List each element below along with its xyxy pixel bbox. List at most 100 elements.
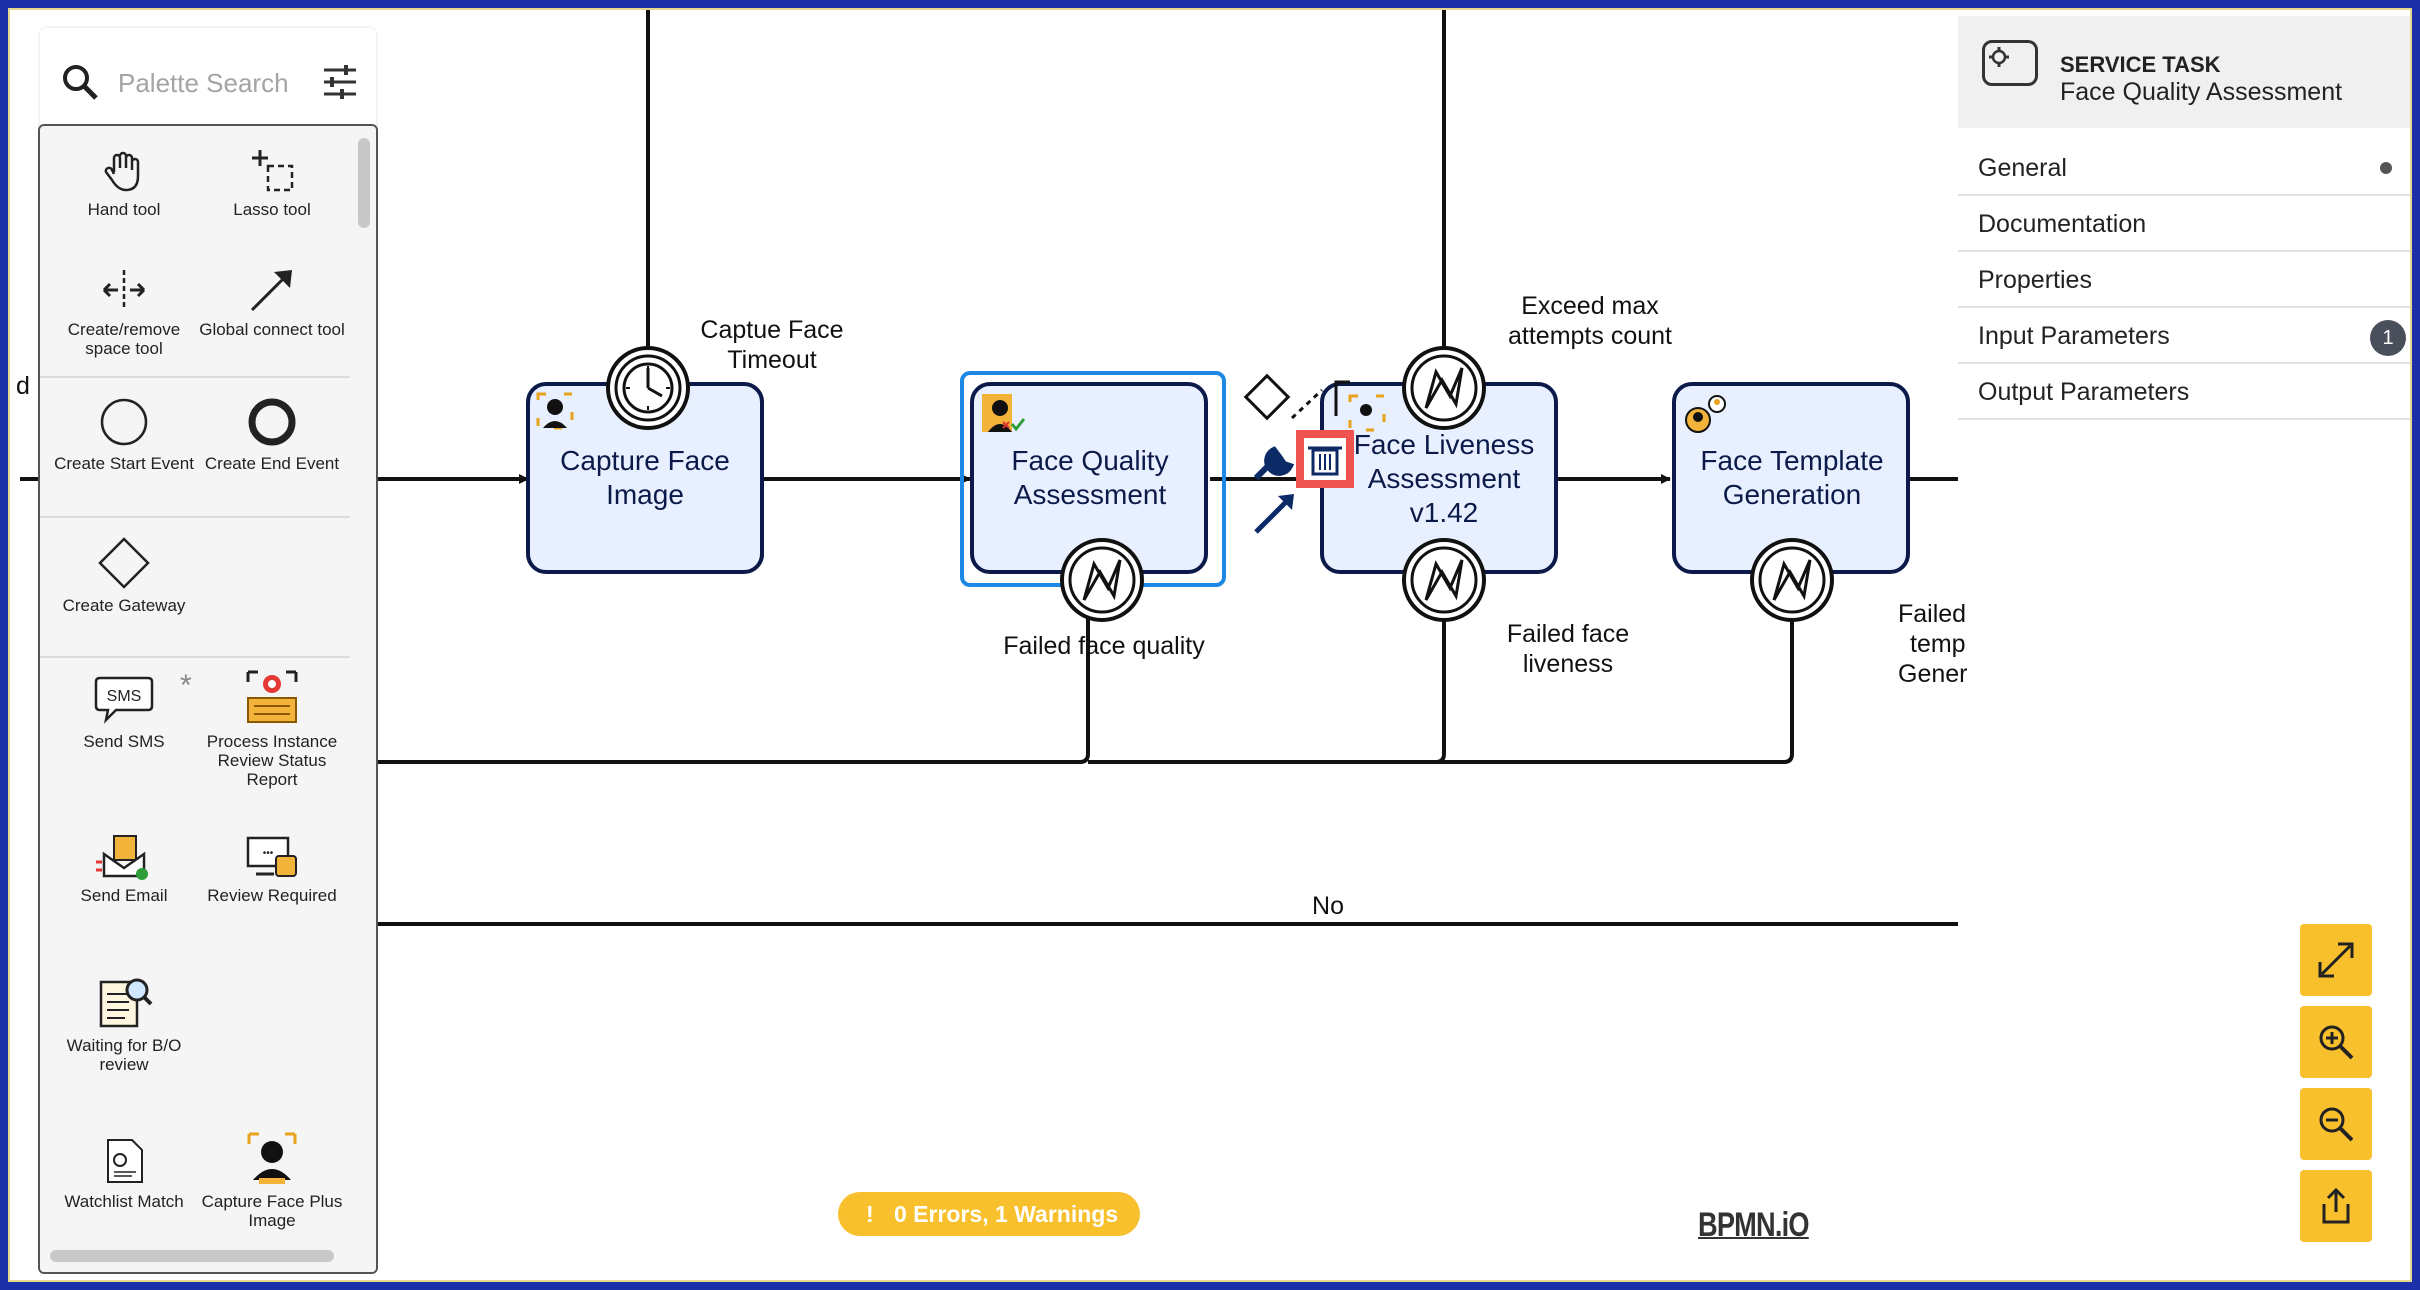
tool-label: Global connect tool [199,320,345,339]
zoom-out-icon [2319,1107,2354,1142]
group-output-parameters[interactable]: Output Parameters [1958,364,2410,420]
palette-group-events: Create Start Event Create End Event [40,376,350,518]
label-cut[interactable]: d [16,372,30,400]
error-boundary-event[interactable] [1750,538,1834,622]
process-instance-review[interactable]: Process Instance Review Status Report [198,668,346,789]
task-capture-face-image[interactable]: Capture Face Image [526,382,764,574]
group-label: Documentation [1978,210,2147,238]
task-label: Capture Face [560,445,730,476]
review-required[interactable]: ••• Review Required [198,834,346,905]
tool-label: Process Instance Review Status Report [206,732,338,789]
tool-label: Hand tool [87,200,161,219]
palette-search-input[interactable] [116,58,320,108]
task-label: v1.42 [1410,497,1479,528]
tool-label: Create/remove space tool [67,320,181,358]
sms-marker: * [180,669,192,702]
group-documentation[interactable]: Documentation [1958,196,2410,252]
label-failed-liveness[interactable]: liveness [1523,650,1613,678]
gateway-icon [98,537,150,589]
element-name: Face Quality Assessment [2060,78,2343,106]
face-capture-icon [536,392,574,430]
group-properties[interactable]: Properties [1958,252,2410,308]
task-face-quality-assessment[interactable]: Face Quality Assessment [970,382,1208,574]
warning-icon: ! [866,1201,874,1227]
capture-face-plus-image[interactable]: Capture Face Plus Image [198,1130,346,1230]
group-general[interactable]: General [1958,140,2410,196]
sequence-flow[interactable] [1435,608,1446,764]
task-label: Generation [1723,479,1862,510]
create-end-event[interactable]: Create End Event [198,396,346,473]
share-export-icon [2322,1187,2350,1224]
properties-header: SERVICE TASK Face Quality Assessment [1958,16,2410,128]
delete-trash-icon[interactable] [1296,430,1354,488]
palette-horizontal-scrollbar[interactable] [50,1250,334,1262]
hand-tool[interactable]: Hand tool [50,146,198,219]
connect-arrow-icon[interactable] [1254,496,1292,534]
sequence-flow[interactable] [1088,608,1794,764]
error-boundary-event[interactable] [1402,346,1486,430]
label-max-attempts[interactable]: attempts count [1508,322,1672,350]
tool-label: Waiting for B/O review [66,1036,182,1074]
end-event-icon [248,398,296,446]
palette: Hand tool Lasso tool Create/remove space… [38,124,378,1274]
bpmn-io-logo[interactable]: BPMN.iO [1698,1206,1810,1244]
label-timeout[interactable]: Captue Face [700,316,843,344]
validation-status-badge[interactable]: ! 0 Errors, 1 Warnings [838,1192,1140,1236]
send-email[interactable]: Send Email [50,834,198,905]
append-gateway-icon[interactable] [1243,373,1291,421]
task-face-liveness-assessment[interactable]: Face Liveness Assessment v1.42 [1320,382,1558,574]
space-tool[interactable]: Create/remove space tool [50,266,198,358]
connect-association-icon[interactable] [1290,388,1324,420]
create-gateway[interactable]: Create Gateway [50,536,198,615]
review-icon: ••• [246,836,297,877]
document-search-icon [99,978,153,1028]
append-annotation-icon[interactable] [1334,380,1350,416]
palette-search-box [40,28,376,136]
face-template-icon [1685,395,1726,433]
label-failed-quality[interactable]: Failed face quality [1003,632,1205,660]
task-label: Face Template [1700,445,1883,476]
error-boundary-event[interactable] [1060,538,1144,622]
zoom-out-button[interactable] [2300,1088,2372,1160]
watchlist-match[interactable]: Watchlist Match [50,1136,198,1211]
filter-settings-icon[interactable] [320,62,360,102]
expand-icon [2318,942,2354,978]
service-task-gear-icon [1982,40,2038,86]
tool-label: Create End Event [204,454,340,473]
zoom-in-button[interactable] [2300,1006,2372,1078]
palette-scrollbar[interactable] [358,138,370,228]
send-sms[interactable]: SMS Send SMS * [50,669,198,752]
palette-group-custom: SMS Send SMS * Process Instance Review S… [40,656,350,1230]
label-no[interactable]: No [1312,892,1344,920]
task-label: Image [606,479,684,510]
bpmn-canvas[interactable]: Capture Face Image Face Quality Assessme… [10,10,2412,1282]
watchlist-document-icon [107,1139,143,1183]
global-connect-tool[interactable]: Global connect tool [198,266,346,339]
label-failed-template[interactable]: Failed [1898,600,1966,628]
search-icon [63,65,98,100]
zoom-in-icon [2319,1025,2354,1060]
group-label: Input Parameters [1978,322,2170,350]
label-failed-template[interactable]: Gener [1898,660,1967,688]
label-max-attempts[interactable]: Exceed max [1521,292,1659,320]
fit-viewport-button[interactable] [2300,924,2372,996]
tool-label: Capture Face Plus Image [201,1192,343,1230]
validation-status-text: 0 Errors, 1 Warnings [894,1201,1119,1227]
sequence-flow[interactable] [370,608,1090,764]
task-label: Face Quality [1011,445,1168,476]
error-boundary-event[interactable] [1402,538,1486,622]
lasso-icon [252,150,294,192]
email-icon [96,835,148,880]
waiting-for-bo-review[interactable]: Waiting for B/O review [50,974,198,1074]
timer-boundary-event[interactable] [606,346,690,430]
label-failed-template[interactable]: temp [1910,630,1966,658]
create-start-event[interactable]: Create Start Event [50,396,198,473]
context-pad[interactable] [1243,373,1354,534]
label-failed-liveness[interactable]: Failed face [1507,620,1629,648]
export-button[interactable] [2300,1170,2372,1242]
task-label: Face Liveness [1354,429,1535,460]
lasso-tool[interactable]: Lasso tool [198,146,346,219]
label-timeout[interactable]: Timeout [727,346,816,374]
wrench-icon[interactable] [1253,446,1295,481]
